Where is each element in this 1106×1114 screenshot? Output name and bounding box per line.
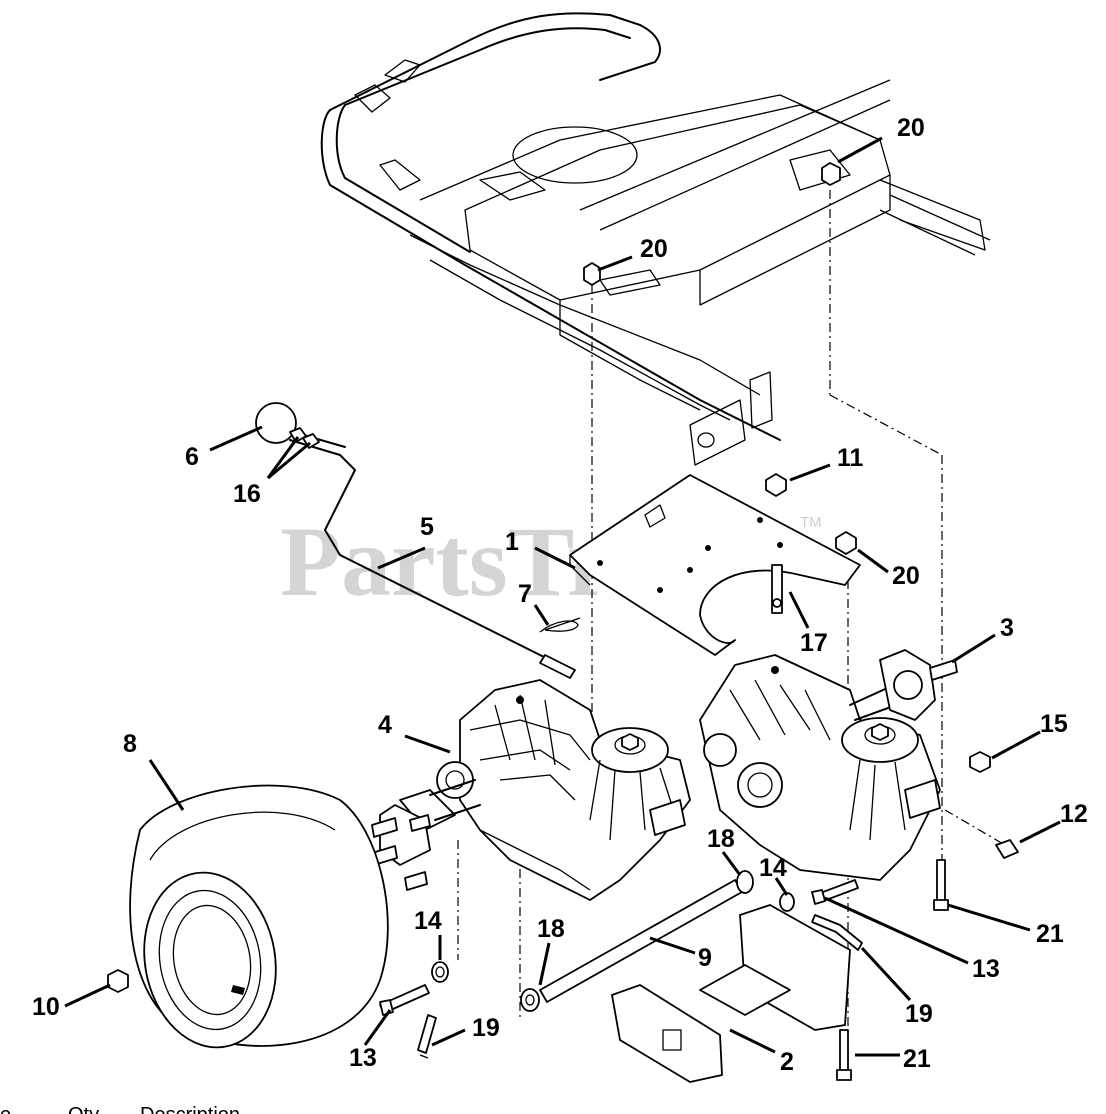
- callout-19-right: 19: [905, 1000, 933, 1028]
- watermark-trademark: TM: [800, 514, 822, 531]
- axle-rod: [520, 870, 754, 1012]
- callouts: 20 20 6 16 5 1 7 11 20 17 3 4 15 12 8 18…: [32, 114, 1088, 1076]
- left-axle-hub: [371, 779, 481, 891]
- hairpin-clip: [539, 617, 581, 633]
- washers: [431, 892, 795, 983]
- callout-21-bottom: 21: [903, 1045, 931, 1073]
- left-transaxle: [436, 679, 691, 901]
- lug-nut: [107, 969, 129, 993]
- callout-11: 11: [837, 444, 864, 472]
- leader-lines: [64, 136, 1061, 1057]
- callout-2: 2: [780, 1048, 794, 1076]
- callout-17: 17: [800, 629, 828, 657]
- callout-3: 3: [1000, 614, 1014, 642]
- callout-18-right: 18: [707, 825, 735, 853]
- callout-18-left: 18: [537, 915, 565, 943]
- callout-9: 9: [698, 944, 712, 972]
- hitch-bracket: [611, 904, 851, 1083]
- callout-12: 12: [1060, 800, 1088, 828]
- callout-4: 4: [378, 711, 392, 739]
- callout-13-right: 13: [972, 955, 1000, 983]
- callout-19-left: 19: [472, 1014, 500, 1042]
- right-transaxle: [699, 654, 941, 881]
- callout-14-left: 14: [414, 907, 442, 935]
- stud: [771, 564, 783, 614]
- callout-20-mid: 20: [892, 562, 920, 590]
- right-axle-hub: [849, 649, 958, 721]
- callout-7: 7: [518, 580, 532, 608]
- callout-8: 8: [123, 730, 137, 758]
- table-header-description: Description: [140, 1104, 240, 1114]
- callout-15: 15: [1040, 710, 1068, 738]
- callout-21-right: 21: [1036, 920, 1064, 948]
- parts-table-header: e Qty Description: [0, 1104, 240, 1114]
- callout-5: 5: [420, 513, 434, 541]
- callout-6: 6: [185, 443, 199, 471]
- pins: [417, 751, 1019, 1059]
- table-header-ref: e: [0, 1104, 11, 1114]
- callout-10: 10: [32, 993, 60, 1021]
- wheel-tire: [129, 784, 389, 1049]
- callout-14-right: 14: [759, 854, 787, 882]
- callout-13-left: 13: [349, 1044, 377, 1072]
- table-header-qty: Qty: [68, 1104, 99, 1114]
- mounting-plate: [569, 474, 861, 656]
- seat-frame: [320, 12, 991, 466]
- callout-20-top-left: 20: [640, 235, 668, 263]
- speed-lever: [255, 402, 576, 679]
- callout-1: 1: [505, 528, 519, 556]
- callout-20-top-right: 20: [897, 114, 925, 142]
- callout-16: 16: [233, 480, 261, 508]
- nuts: [583, 162, 857, 555]
- bolts: [379, 859, 949, 1081]
